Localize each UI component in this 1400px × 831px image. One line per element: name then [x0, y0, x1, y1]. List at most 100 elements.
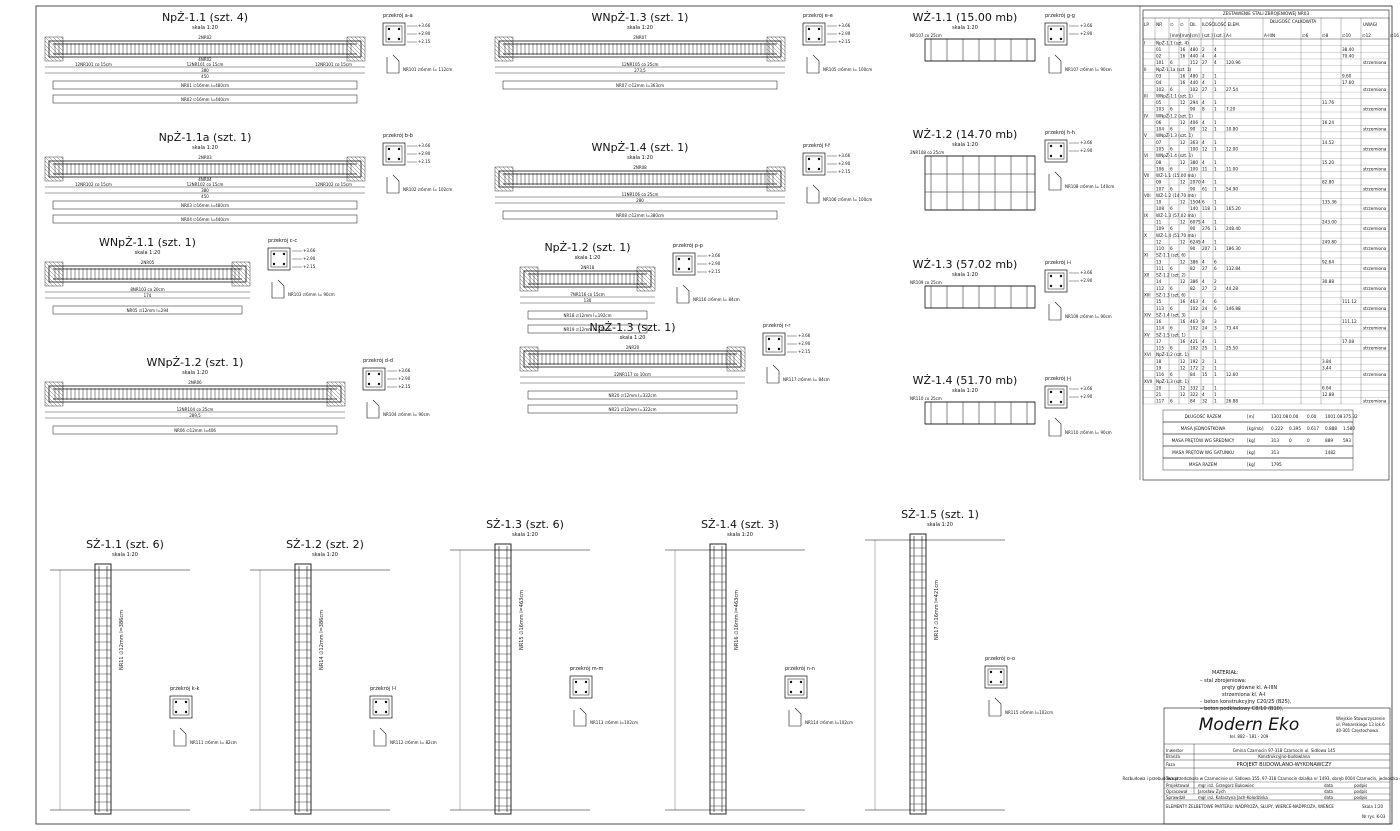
hatch-line [342, 381, 346, 385]
section-stirrup [385, 25, 403, 43]
summary-value: 0.00 [1307, 414, 1317, 419]
table-cell: 4 [1202, 140, 1205, 145]
section-outline [1044, 139, 1068, 163]
stirrup-label: NR109 ∅6mm l= 90cm [1065, 314, 1112, 319]
table-cell-remark: strzemiona [1363, 127, 1387, 132]
dim-right: 12NR101 co 15cm [315, 62, 352, 67]
dim-left: 12NR101 co 15cm [75, 62, 112, 67]
stirrup-shape [373, 727, 387, 747]
table-cell: 4 [1214, 47, 1217, 52]
rebar-dot [384, 700, 388, 704]
stirrup-label: NR103 ∅6mm l= 90cm [288, 292, 335, 297]
hatch-line [774, 166, 786, 178]
table-cell: 4 [1202, 220, 1205, 225]
table-subheader: [szt.] [1214, 33, 1225, 38]
hatch-line [56, 36, 64, 44]
title-field-value: PROJEKT BUDOWLANO-WYKONAWCZY [1237, 762, 1333, 768]
table-cell: 110 [1156, 246, 1164, 251]
rebar-dot [584, 680, 588, 684]
table-cell-group: SŻ-1.2 (szt. 2) [1156, 273, 1186, 278]
level-label: +2.90 [838, 161, 851, 166]
rebar-dot [677, 257, 681, 261]
rebar-dot [767, 337, 771, 341]
wall-hatch [494, 36, 514, 62]
table-cell: 15 [1156, 299, 1162, 304]
beam-title: NpŻ-1.3 (szt. 1) [589, 321, 675, 334]
rebar-dot [367, 382, 371, 386]
column-title: SŻ-1.1 (szt. 6) [86, 538, 164, 551]
level-label: +2.15 [303, 264, 316, 269]
hatch-line [766, 56, 772, 62]
table-cell: 82.80 [1322, 180, 1334, 185]
bar-schedule-1 [527, 310, 648, 320]
bar-schedule-1 [52, 425, 338, 435]
rebar-dot [789, 690, 793, 694]
section-title: przekrój h-h [1045, 129, 1075, 136]
stirrup-shape [271, 279, 285, 299]
wreath-title: WŻ-1.4 (51.70 mb) [913, 374, 1018, 387]
wall-hatch [346, 156, 366, 182]
hatch-line [44, 385, 64, 405]
table-cell: 4 [1202, 339, 1205, 344]
column-bar-label: NR11 ∅12mm l=386cm [119, 610, 125, 670]
summary-value: 889 [1325, 438, 1333, 443]
bar-label-2: NR19 ∅12mm l=172cm [564, 327, 612, 332]
wreath-outline [924, 155, 1036, 211]
beam-5: WNpŻ-1.3 (szt. 1)skala 1:202NR0712NR105 … [494, 11, 872, 90]
hatch-line [346, 168, 360, 182]
hatch-line [494, 36, 514, 56]
hatch-line [44, 156, 64, 176]
title-field-label: Faza [1166, 762, 1175, 767]
beam-title: WNpŻ-1.4 (szt. 1) [592, 141, 689, 154]
column-outline [909, 533, 927, 815]
section-stirrup [765, 335, 783, 353]
summary-value: 0.00 [1289, 414, 1299, 419]
table-cell-lp: XVI [1144, 352, 1151, 357]
table-cell: 3 [1214, 319, 1217, 324]
hatch-line [235, 261, 251, 277]
table-cell: 16 [1180, 80, 1186, 85]
hatch-line [636, 278, 650, 292]
hatch-line [231, 273, 245, 287]
rebar-dot [387, 27, 391, 31]
table-cell-lp: XVII [1144, 379, 1152, 384]
title-field-value: Gmina Czarnocin 97-318 Czarnocin ul. Sid… [1233, 748, 1336, 753]
hatch-line [726, 358, 740, 372]
stirrup-shape [806, 184, 820, 204]
hatch-line [766, 186, 772, 192]
hatch-line [778, 36, 786, 44]
section-stirrup [270, 250, 288, 268]
dim-mid: 12NR101 co 15cm [187, 62, 224, 67]
hatch-line [766, 36, 786, 56]
table-header-group: DŁUGOŚĆ CAŁKOWITA [1270, 19, 1317, 24]
table-cell: 12 [1180, 120, 1186, 125]
hatch-line [644, 266, 656, 278]
table-cell: 1 [1214, 246, 1217, 251]
stirrup-shape [1048, 301, 1062, 321]
table-cell-remark: strzemiona [1363, 206, 1387, 211]
bar-label-2: NR04 ∅16mm l=440cm [181, 217, 229, 222]
wall-hatch [519, 346, 539, 372]
hatch-line [56, 261, 64, 269]
bar-schedule-2 [527, 324, 648, 334]
length-b: 450 [201, 74, 209, 79]
table-cell-group: WNpŻ-1.3 (szt. 1) [1156, 133, 1193, 138]
hatch-line [519, 366, 525, 372]
beam-scale: skala 1:20 [627, 155, 653, 161]
sheet-title: ELEMENTY ŻELBETOWE PARTERU: NADPROŻA, SŁ… [1166, 804, 1334, 809]
table-cell: 08 [1156, 160, 1162, 165]
title-frame [1163, 707, 1391, 825]
length-a: 273,5 [634, 68, 646, 73]
beam-scale: skala 1:20 [192, 25, 218, 31]
level-label: +2.90 [418, 31, 431, 36]
rebar-dot [387, 157, 391, 161]
material-line: pręty główne kl. A-IIIN [1222, 684, 1277, 691]
beam-outline [498, 170, 782, 188]
hatch-line [778, 166, 786, 174]
